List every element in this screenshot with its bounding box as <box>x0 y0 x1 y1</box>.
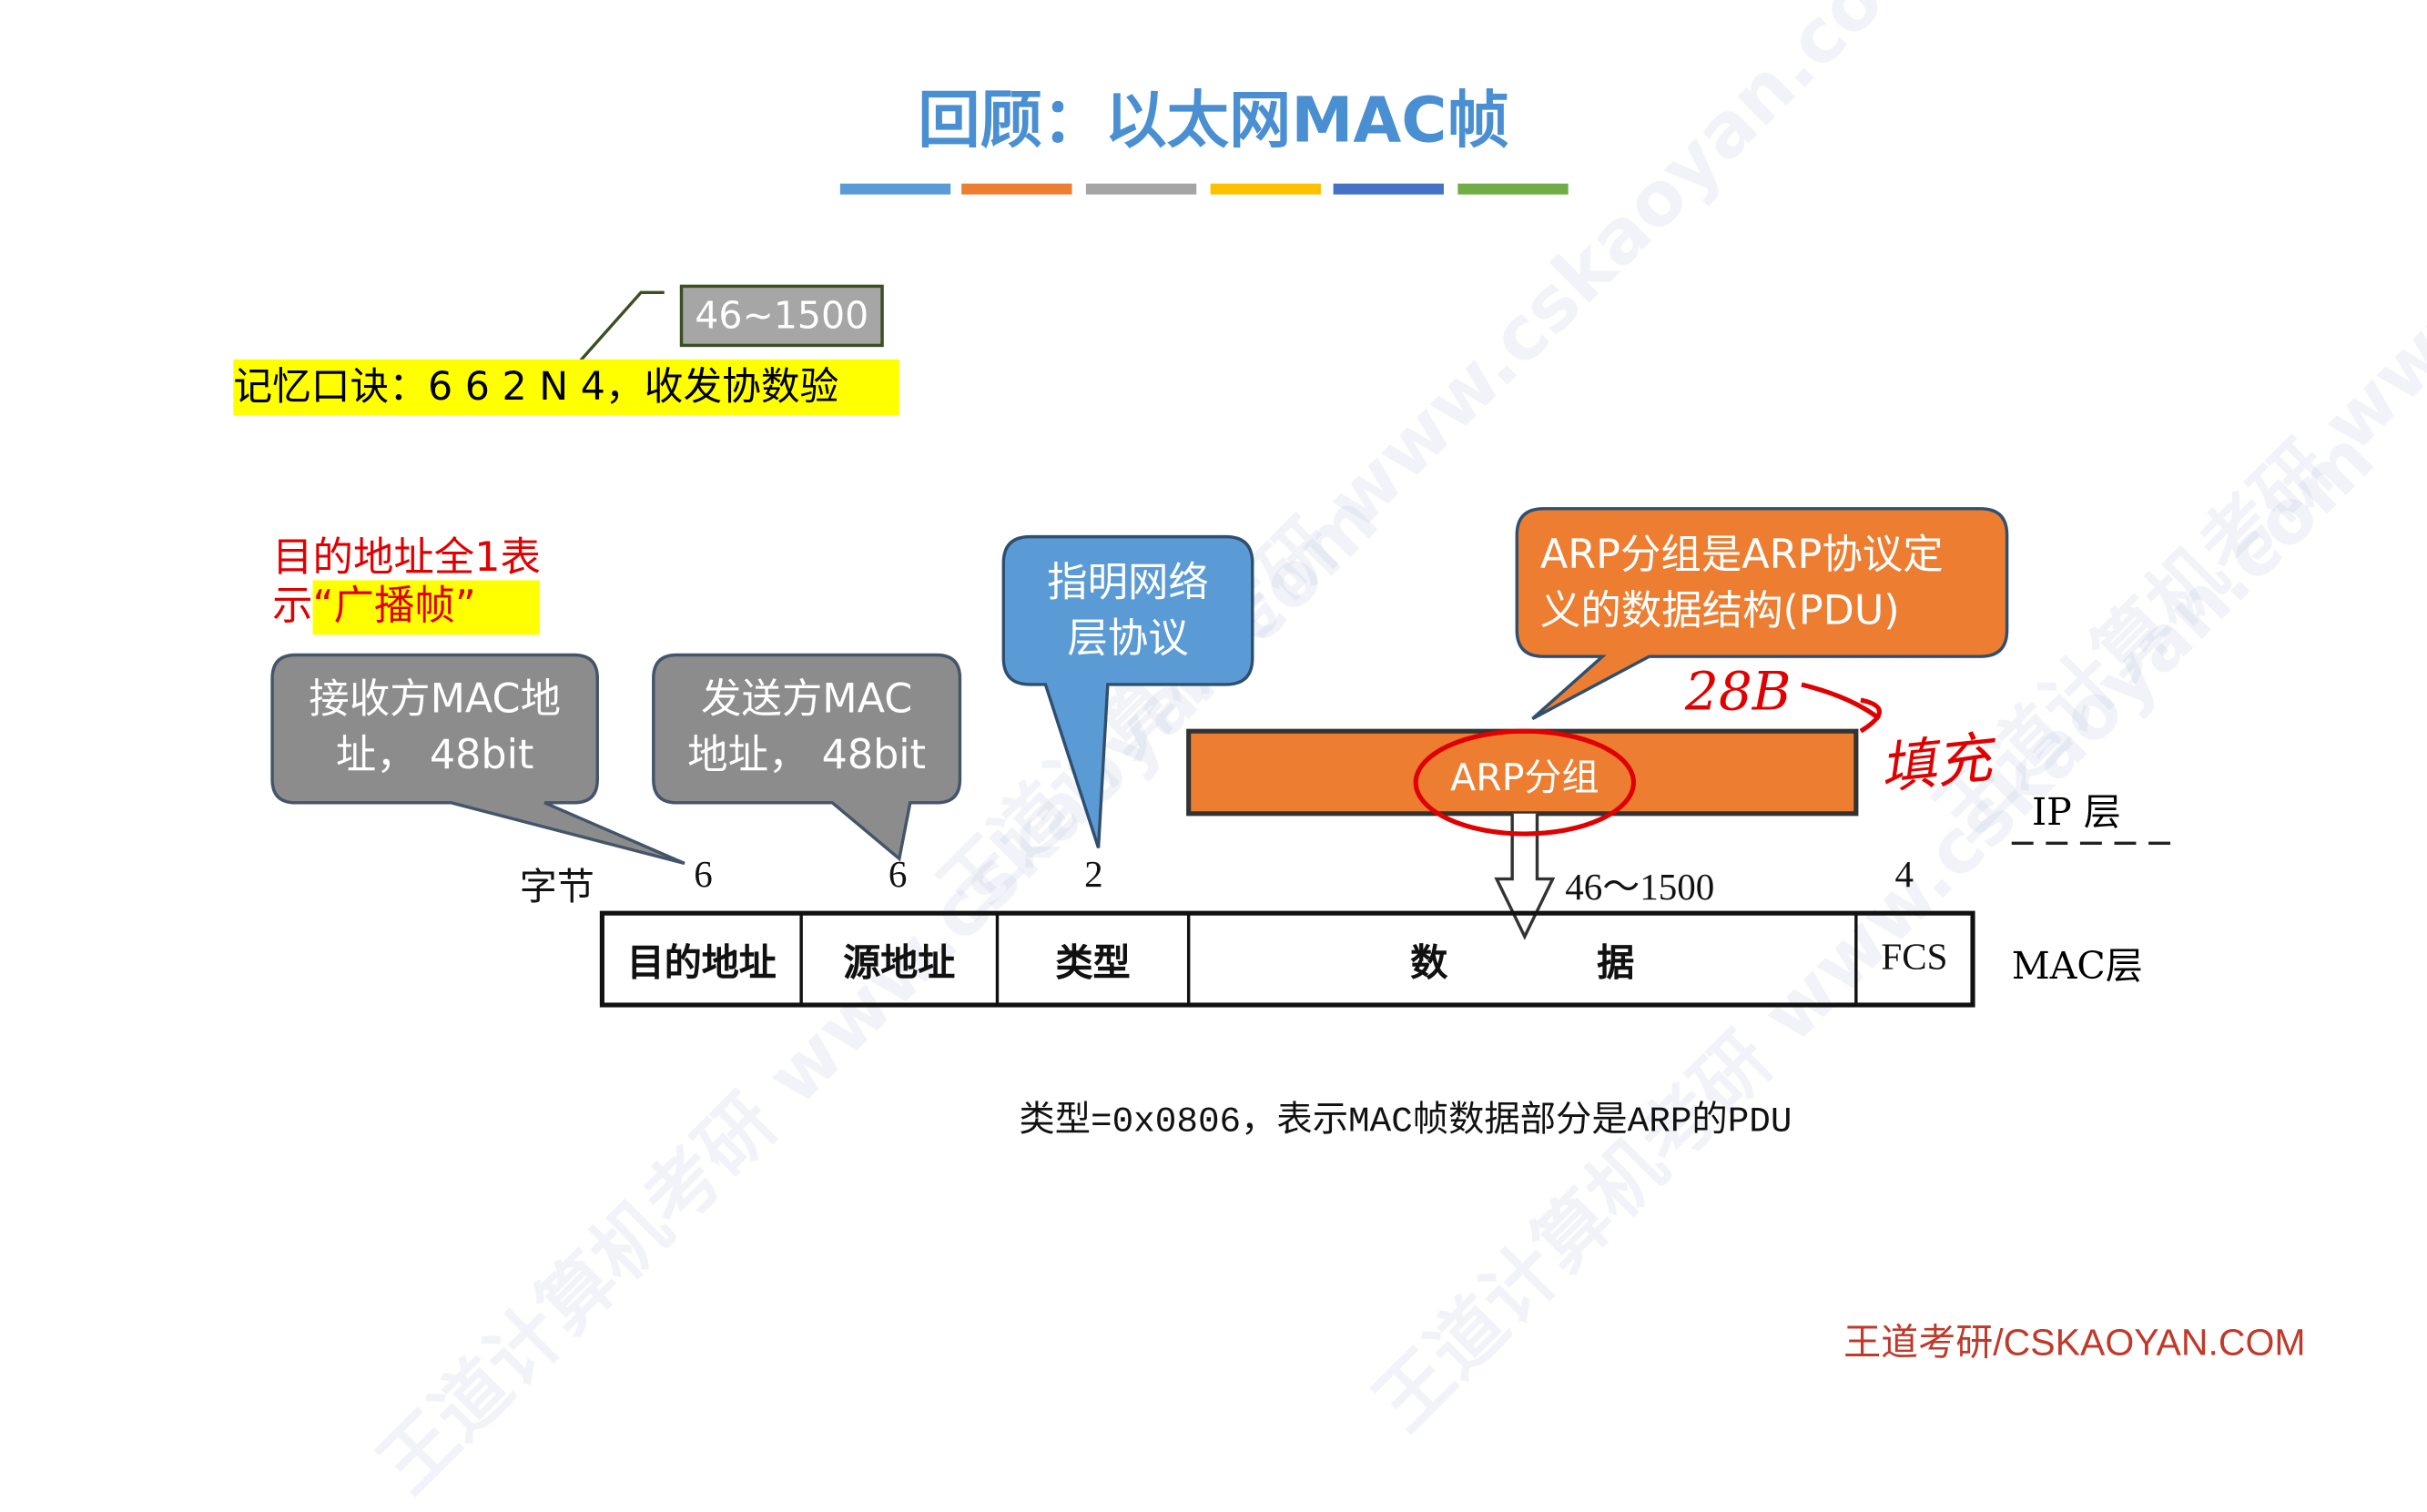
field-data: 数 据 <box>1410 939 1635 985</box>
broadcast-note-line2: 示“广播帧” <box>272 580 541 635</box>
broadcast-note-prefix: 示 <box>272 583 313 631</box>
arp-packet-label: ARP分组 <box>1450 756 1599 800</box>
field-fcs: FCS <box>1881 938 1948 979</box>
byte-count: 46～1500 <box>1565 868 1715 909</box>
byte-count: 6 <box>888 855 908 897</box>
callout-line: 址， 48bit <box>335 732 534 780</box>
slide-title: 回顾：以太网MAC帧 <box>918 85 1509 157</box>
callout-line: 接收方MAC地 <box>309 676 562 724</box>
mac-layer-label: MAC层 <box>2011 944 2143 989</box>
color-bar <box>1457 183 1569 195</box>
field-dest-addr: 目的地址 <box>626 939 777 985</box>
bytes-label: 字节 <box>519 868 594 909</box>
range-box: 46~1500 <box>679 284 884 348</box>
dest-callout: 接收方MAC地址， 48bit <box>272 672 597 784</box>
field-type: 类型 <box>1055 939 1131 985</box>
padding-annotation: 填充 <box>1876 726 1995 803</box>
ip-layer-label: IP 层 <box>2031 790 2121 835</box>
broadcast-highlight: “广播帧” <box>312 580 541 635</box>
color-bar <box>1085 183 1197 195</box>
broadcast-note-line1: 目的地址全1表 <box>272 534 541 583</box>
field-src-addr: 源地址 <box>843 939 956 985</box>
callout-line: 层协议 <box>1067 615 1189 664</box>
byte-count: 4 <box>1894 855 1914 897</box>
callout-line: 义的数据结构(PDU) <box>1539 588 1900 635</box>
bottom-note: 类型=0x0806，表示MAC帧数据部分是ARP的PDU <box>1019 1101 1792 1142</box>
mnemonic-text: 记忆口诀：6 6 2 N 4，收发协数验 <box>233 359 899 416</box>
byte-count: 2 <box>1084 855 1103 897</box>
byte-count: 6 <box>694 855 713 897</box>
callout-line: 指明网络 <box>1047 560 1209 607</box>
color-bar <box>839 183 951 195</box>
callout-line: ARP分组是ARP协议定 <box>1539 532 1944 579</box>
color-bar <box>1210 183 1321 195</box>
color-bar <box>1333 183 1444 195</box>
type-callout: 指明网络层协议 <box>1003 555 1252 667</box>
callout-line: 发送方MAC <box>700 676 913 724</box>
src-callout: 发送方MAC 地址， 48bit <box>654 672 960 784</box>
color-bar <box>961 183 1072 195</box>
footer-brand: 王道考研/CSKAOYAN.COM <box>1843 1322 2306 1365</box>
size-annotation: 28B <box>1684 661 1792 724</box>
callout-line: 地址， 48bit <box>687 732 927 780</box>
diagram-shapes <box>270 290 2182 1008</box>
arp-callout: ARP分组是ARP协议定义的数据结构(PDU) <box>1540 527 1992 639</box>
slide: 王道计算机考研 www.cskaoyan.com 王道计算机考研 www.csk… <box>233 0 2427 1509</box>
